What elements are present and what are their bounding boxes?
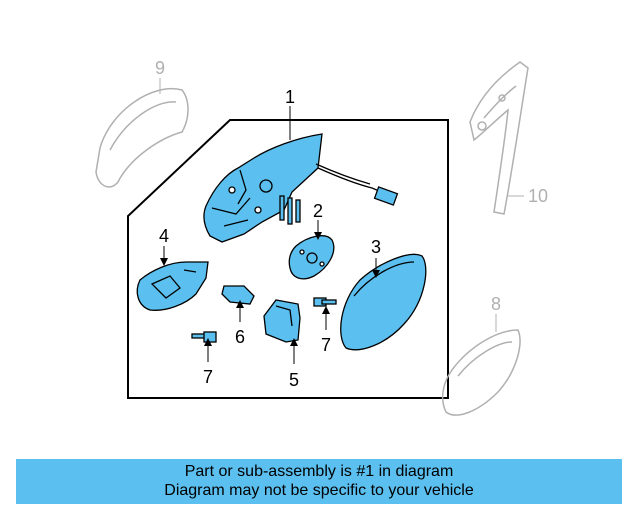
callout-3: 3 <box>371 237 381 257</box>
arrow-6 <box>236 300 244 308</box>
banner-line-2: Diagram may not be specific to your vehi… <box>164 482 474 499</box>
arrow-4 <box>160 258 168 266</box>
assembly-frame <box>127 119 449 399</box>
part-6-bracket[interactable] <box>221 285 255 305</box>
callout-6: 6 <box>235 327 245 347</box>
arrow-3 <box>372 270 380 278</box>
callout-10: 10 <box>528 186 548 206</box>
part-9-mirror-cover[interactable] <box>95 87 189 188</box>
part-7-screw-b[interactable] <box>191 331 217 343</box>
arrow-2 <box>314 232 322 240</box>
info-banner: Part or sub-assembly is #1 in diagram Di… <box>16 459 622 504</box>
part-2-actuator[interactable] <box>288 235 335 280</box>
callout-7: 7 <box>321 335 331 355</box>
banner-line-1: Part or sub-assembly is #1 in diagram <box>184 463 454 480</box>
callout-4: 4 <box>159 226 169 246</box>
arrow-5 <box>290 338 298 346</box>
callout-5: 5 <box>289 370 299 390</box>
part-5-base-cover[interactable] <box>263 299 301 343</box>
callout-8: 8 <box>491 294 501 314</box>
callout-2: 2 <box>313 201 323 221</box>
part-4-housing[interactable] <box>136 261 209 311</box>
part-1-mirror-assembly[interactable] <box>203 133 399 243</box>
part-3-mirror-cap[interactable] <box>340 253 427 351</box>
arrow-7a <box>322 306 330 314</box>
part-7-screw-a[interactable] <box>313 297 337 307</box>
part-10-trim-panel[interactable] <box>469 61 529 215</box>
part-8-mirror-glass[interactable] <box>441 329 521 416</box>
callout-9: 9 <box>155 58 165 78</box>
parts-diagram: 1 2 3 4 5 6 7 7 8 9 10 <box>95 58 548 416</box>
arrow-7b <box>204 338 212 346</box>
callout-7: 7 <box>203 367 213 387</box>
callout-1: 1 <box>285 87 295 107</box>
